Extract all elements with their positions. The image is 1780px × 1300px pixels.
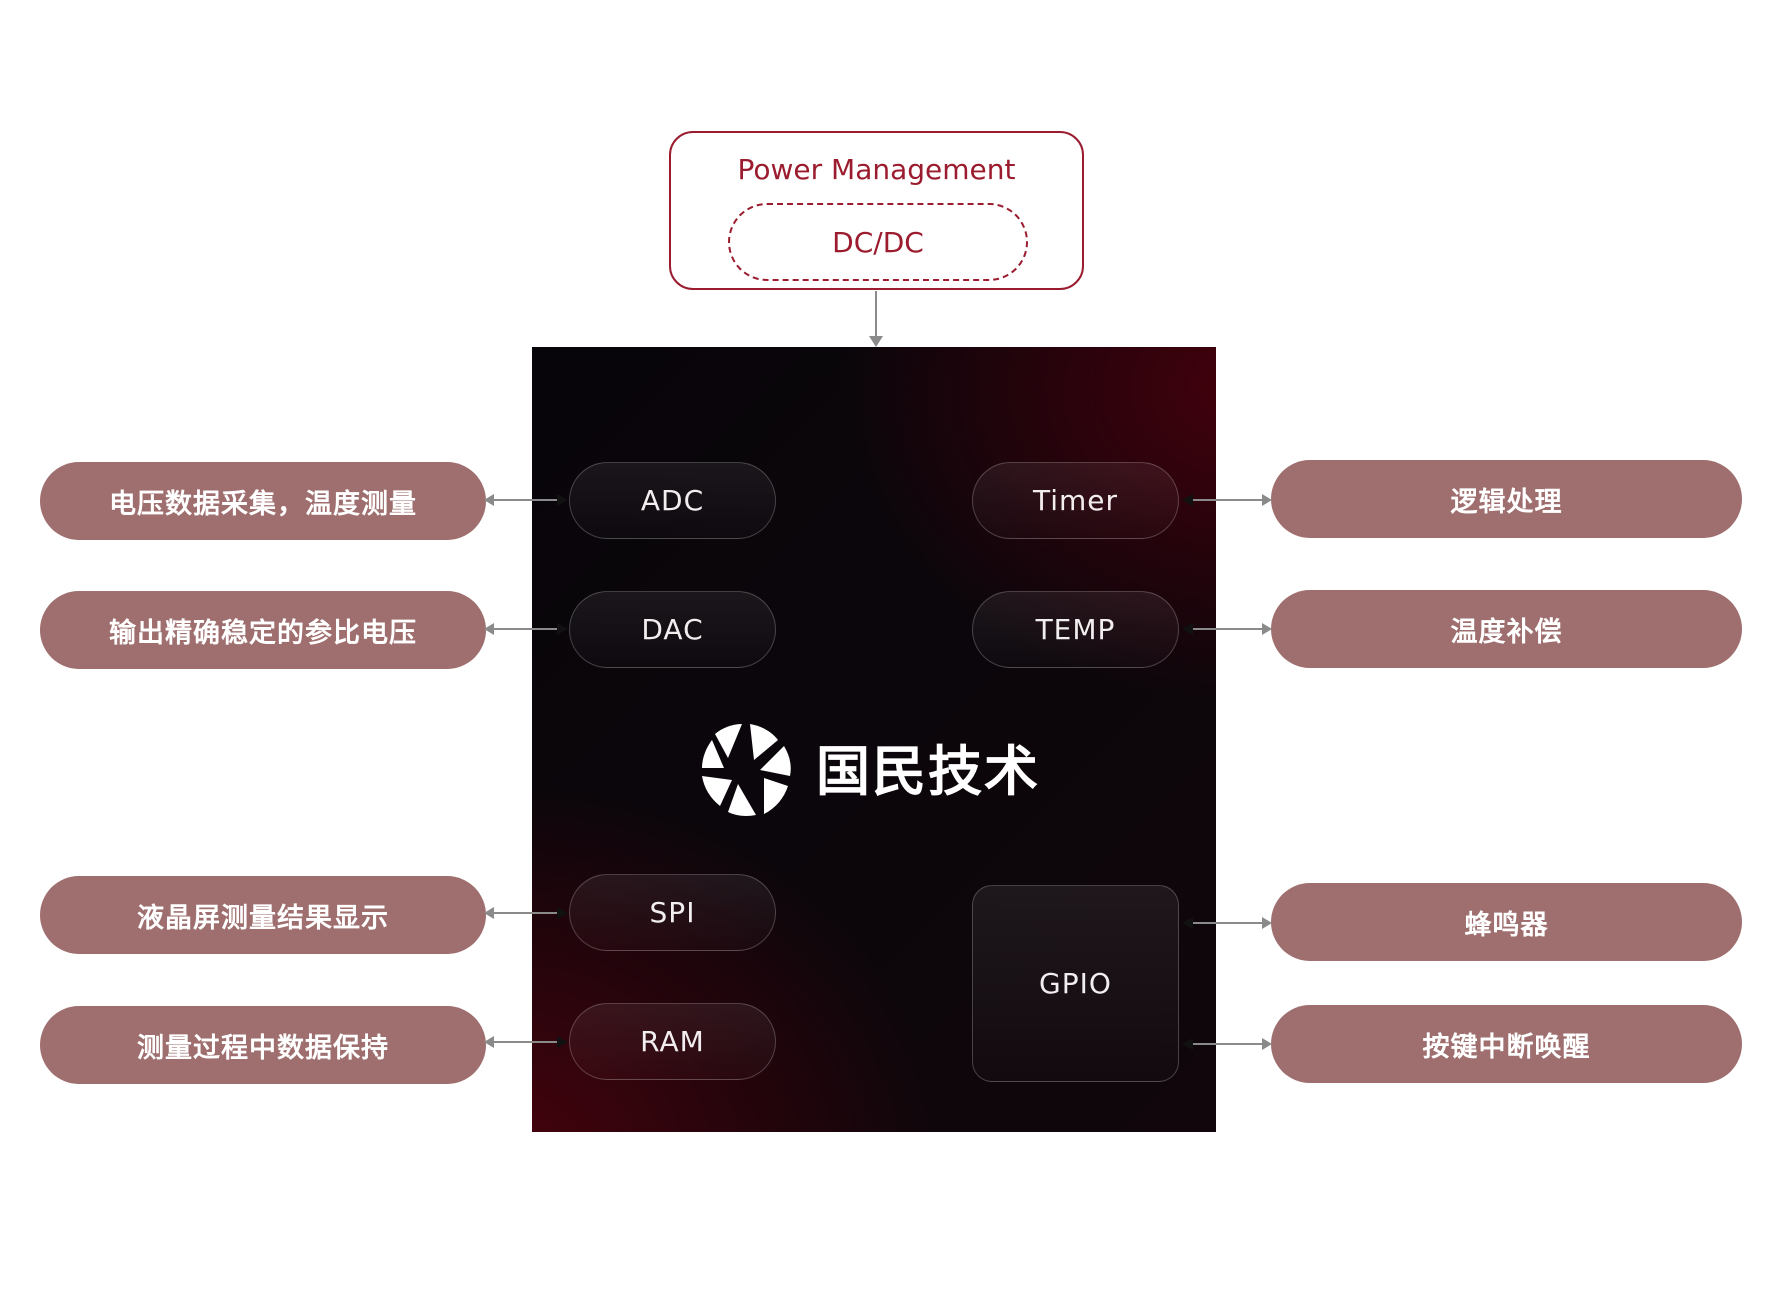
port-temp: TEMP — [972, 591, 1179, 668]
function-data-hold: 测量过程中数据保持 — [40, 1006, 486, 1084]
function-lcd-display: 液晶屏测量结果显示 — [40, 876, 486, 954]
power-arrow-icon — [869, 336, 883, 347]
function-voltage-temp: 电压数据采集，温度测量 — [40, 462, 486, 540]
power-management-title: Power Management — [737, 153, 1016, 186]
function-buzzer: 蜂鸣器 — [1271, 883, 1742, 961]
function-logic-processing: 逻辑处理 — [1271, 460, 1742, 538]
port-ram: RAM — [569, 1003, 776, 1080]
port-adc: ADC — [569, 462, 776, 539]
function-key-wakeup: 按键中断唤醒 — [1271, 1005, 1742, 1083]
brand-name: 国民技术 — [816, 740, 1040, 803]
brand-logo-icon — [702, 724, 791, 816]
port-spi: SPI — [569, 874, 776, 951]
port-timer: Timer — [972, 462, 1179, 539]
port-dac: DAC — [569, 591, 776, 668]
mcu-chip — [532, 347, 1216, 1132]
function-temp-compensation: 温度补偿 — [1271, 590, 1742, 668]
dcdc-converter: DC/DC — [728, 203, 1028, 281]
port-gpio: GPIO — [972, 885, 1179, 1082]
function-reference-voltage: 输出精确稳定的参比电压 — [40, 591, 486, 669]
power-management-box: Power Management DC/DC — [669, 131, 1084, 290]
